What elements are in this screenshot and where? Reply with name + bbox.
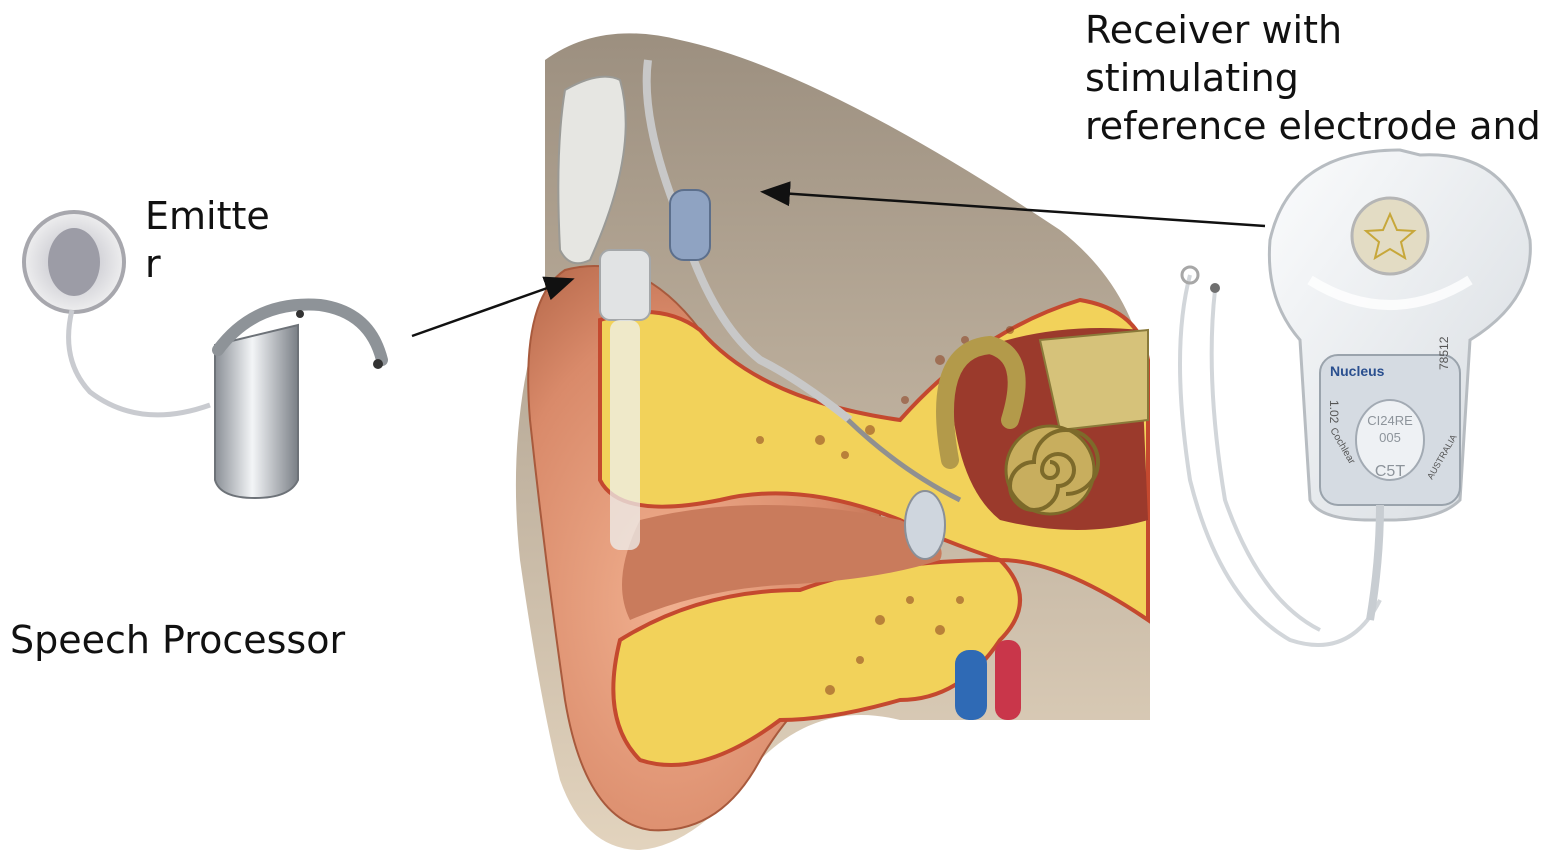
- ear-anatomy-illustration: [516, 33, 1150, 850]
- receiver-label: Receiver with stimulating reference elec…: [1085, 6, 1541, 150]
- implant-brand-label: Nucleus: [1330, 363, 1385, 379]
- implant-side-right: 78512: [1437, 336, 1451, 370]
- implant-model-line2: 005: [1379, 430, 1401, 445]
- implant-model-line3: C5T: [1375, 463, 1405, 480]
- emitter-label: Emitte r: [145, 192, 270, 288]
- emitter-label-line1: Emitte: [145, 192, 270, 240]
- implant-model-line1: CI24RE: [1367, 413, 1413, 428]
- receiver-label-line3: reference electrode and: [1085, 102, 1541, 150]
- processor-body: [215, 325, 298, 498]
- emitter-label-line2: r: [145, 240, 270, 288]
- speech-processor-label: Speech Processor: [10, 616, 345, 664]
- receiver-label-line1: Receiver with: [1085, 6, 1541, 54]
- receiver-label-line2: stimulating: [1085, 54, 1541, 102]
- implant-side-left: 1.02: [1327, 400, 1341, 424]
